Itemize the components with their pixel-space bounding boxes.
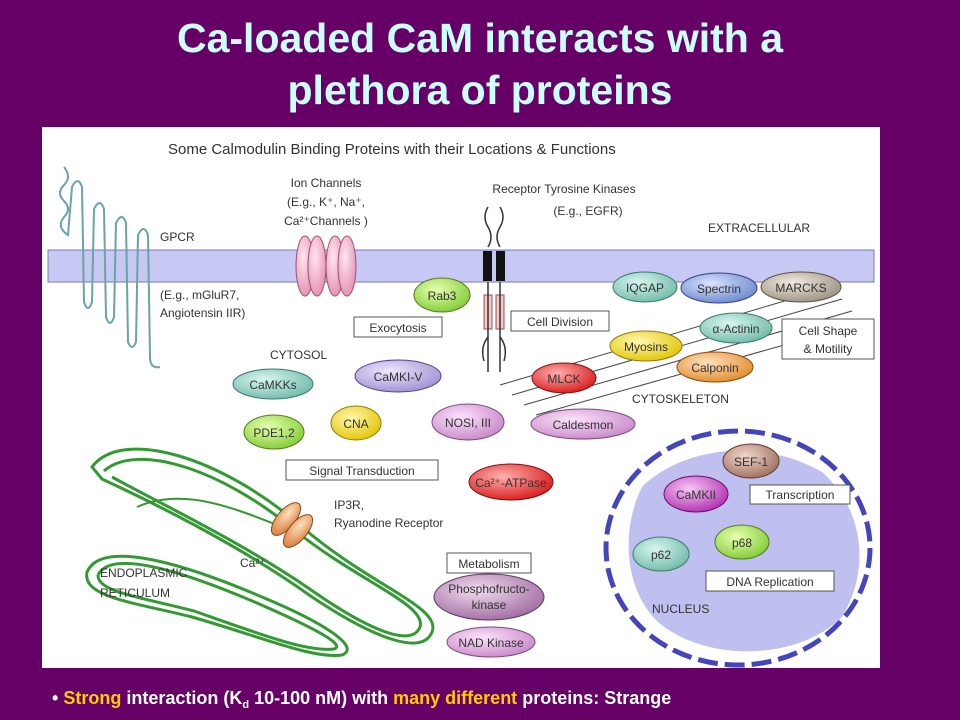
- alpha-actinin-protein: [699, 312, 773, 344]
- cna-protein: [330, 405, 382, 441]
- cytosol-label: CYTOSOL: [270, 348, 327, 362]
- rab3-protein: [413, 277, 471, 313]
- caldesmon-label: Caldesmon: [553, 418, 614, 432]
- sef1-label: SEF-1: [734, 455, 768, 469]
- pde-label: PDE1,2: [253, 426, 295, 440]
- p68-protein: [714, 524, 770, 560]
- extracellular-label: EXTRACELLULAR: [708, 221, 810, 235]
- footer-text-interaction: interaction (K: [126, 688, 243, 708]
- exocytosis-label: Exocytosis: [369, 321, 426, 335]
- calcium-label: Ca²⁺: [240, 556, 266, 570]
- calponin-protein: [676, 351, 754, 383]
- myosins-protein: [609, 330, 683, 362]
- cell-shape-box: [781, 318, 875, 360]
- footer-text-end: proteins: Strange: [522, 688, 672, 708]
- rtk-line-1: Receptor Tyrosine Kinases: [492, 182, 635, 196]
- ion-channel: [295, 235, 357, 297]
- signal-transduction-label: Signal Transduction: [309, 464, 414, 478]
- ca-atpase-label: Ca²⁺-ATPase: [475, 476, 547, 490]
- camkks-protein: [232, 368, 314, 400]
- mlck-protein: [531, 362, 597, 394]
- phosphofructokinase-protein: [433, 573, 545, 621]
- marcks-label: MARCKS: [775, 281, 826, 295]
- footer-bullet-text: • Strong interaction (Kd 10-100 nM) with…: [52, 687, 932, 716]
- marcks-protein: [760, 271, 842, 303]
- cell-shape-line-1: Cell Shape: [799, 324, 858, 338]
- transcription-label: Transcription: [766, 488, 835, 502]
- camkii-protein: [663, 475, 729, 513]
- alpha-actinin-label: α-Actinin: [713, 322, 760, 336]
- plasma-membrane: [47, 249, 875, 283]
- endoplasmic-reticulum: [85, 447, 435, 657]
- ion-channels-line-2: (E.g., K⁺, Na⁺,: [287, 195, 365, 209]
- ip3r-label-line-1: IP3R,: [334, 498, 364, 512]
- cell-shape-line-2: & Motility: [804, 342, 853, 356]
- ion-channels-line-1: Ion Channels: [291, 176, 362, 190]
- nos-label: NOSI, III: [445, 416, 491, 430]
- slide-title: Ca-loaded CaM interacts with a plethora …: [0, 12, 960, 116]
- pde-protein: [243, 414, 305, 450]
- spectrin-label: Spectrin: [697, 282, 741, 296]
- gpcr-example-line-2: Angiotensin IIR): [160, 306, 245, 320]
- ip3r-channel: [270, 502, 314, 548]
- footer-word-strong: Strong: [63, 688, 122, 708]
- rab3-label: Rab3: [428, 289, 457, 303]
- iqgap-protein: [612, 271, 678, 303]
- title-line-1: Ca-loaded CaM interacts with a: [176, 15, 783, 61]
- er-label-line-2: RETICULUM: [100, 586, 170, 600]
- figure-heading: Some Calmodulin Binding Proteins with th…: [168, 141, 616, 158]
- gpcr-example-line-1: (E.g., mGluR7,: [160, 288, 239, 302]
- p68-label: p68: [732, 536, 752, 550]
- iqgap-label: IQGAP: [626, 281, 664, 295]
- nucleus-label: NUCLEUS: [652, 602, 709, 616]
- cna-label: CNA: [343, 417, 368, 431]
- exocytosis-box: [353, 316, 443, 338]
- camki-v-label: CaMKI-V: [374, 370, 423, 384]
- ion-channels-line-3: Ca²⁺Channels ): [284, 214, 368, 228]
- nad-kinase-protein: [446, 626, 536, 658]
- footer-text-range: 10-100 nM) with: [254, 688, 389, 708]
- caldesmon-protein: [530, 408, 636, 440]
- myosins-label: Myosins: [624, 340, 668, 354]
- nad-kinase-label: NAD Kinase: [458, 636, 524, 650]
- gpcr-label: GPCR: [160, 230, 195, 244]
- sef1-protein: [722, 443, 780, 479]
- spectrin-protein: [680, 272, 758, 304]
- er-label-line-1: ENDOPLASMIC: [100, 566, 188, 580]
- camkii-label: CaMKII: [676, 488, 716, 502]
- dna-replication-box: [705, 570, 835, 592]
- metabolism-box: [446, 552, 532, 574]
- dna-replication-label: DNA Replication: [726, 575, 813, 589]
- pfk-label-line-2: kinase: [472, 598, 507, 612]
- p62-label: p62: [651, 548, 671, 562]
- metabolism-label: Metabolism: [458, 557, 519, 571]
- bullet: •: [52, 688, 59, 708]
- nos-protein: [431, 403, 505, 441]
- footer-subscript-d: d: [242, 699, 250, 711]
- calmodulin-diagram: Some Calmodulin Binding Proteins with th…: [42, 127, 880, 668]
- camkks-label: CaMKKs: [249, 378, 296, 392]
- calponin-label: Calponin: [691, 361, 738, 375]
- title-line-2: plethora of proteins: [287, 67, 673, 113]
- diagram-svg: Some Calmodulin Binding Proteins with th…: [47, 141, 875, 668]
- transcription-box: [749, 484, 851, 505]
- pfk-label-line-1: Phosphofructo-: [448, 582, 529, 596]
- ca-atpase-protein: [468, 463, 554, 501]
- receptor-tyrosine-kinase: [481, 206, 507, 372]
- p62-protein: [632, 536, 690, 572]
- rtk-line-2: (E.g., EGFR): [553, 204, 622, 218]
- cytoskeleton-label: CYTOSKELETON: [632, 392, 729, 406]
- cell-division-label: Cell Division: [527, 315, 593, 329]
- footer-word-many-different: many different: [393, 688, 518, 708]
- mlck-label: MLCK: [547, 372, 580, 386]
- gpcr-receptor: [59, 166, 161, 369]
- camki-v-protein: [354, 359, 442, 393]
- cell-division-box: [510, 310, 610, 332]
- ip3r-label-line-2: Ryanodine Receptor: [334, 516, 443, 530]
- signal-transduction-box: [285, 459, 439, 481]
